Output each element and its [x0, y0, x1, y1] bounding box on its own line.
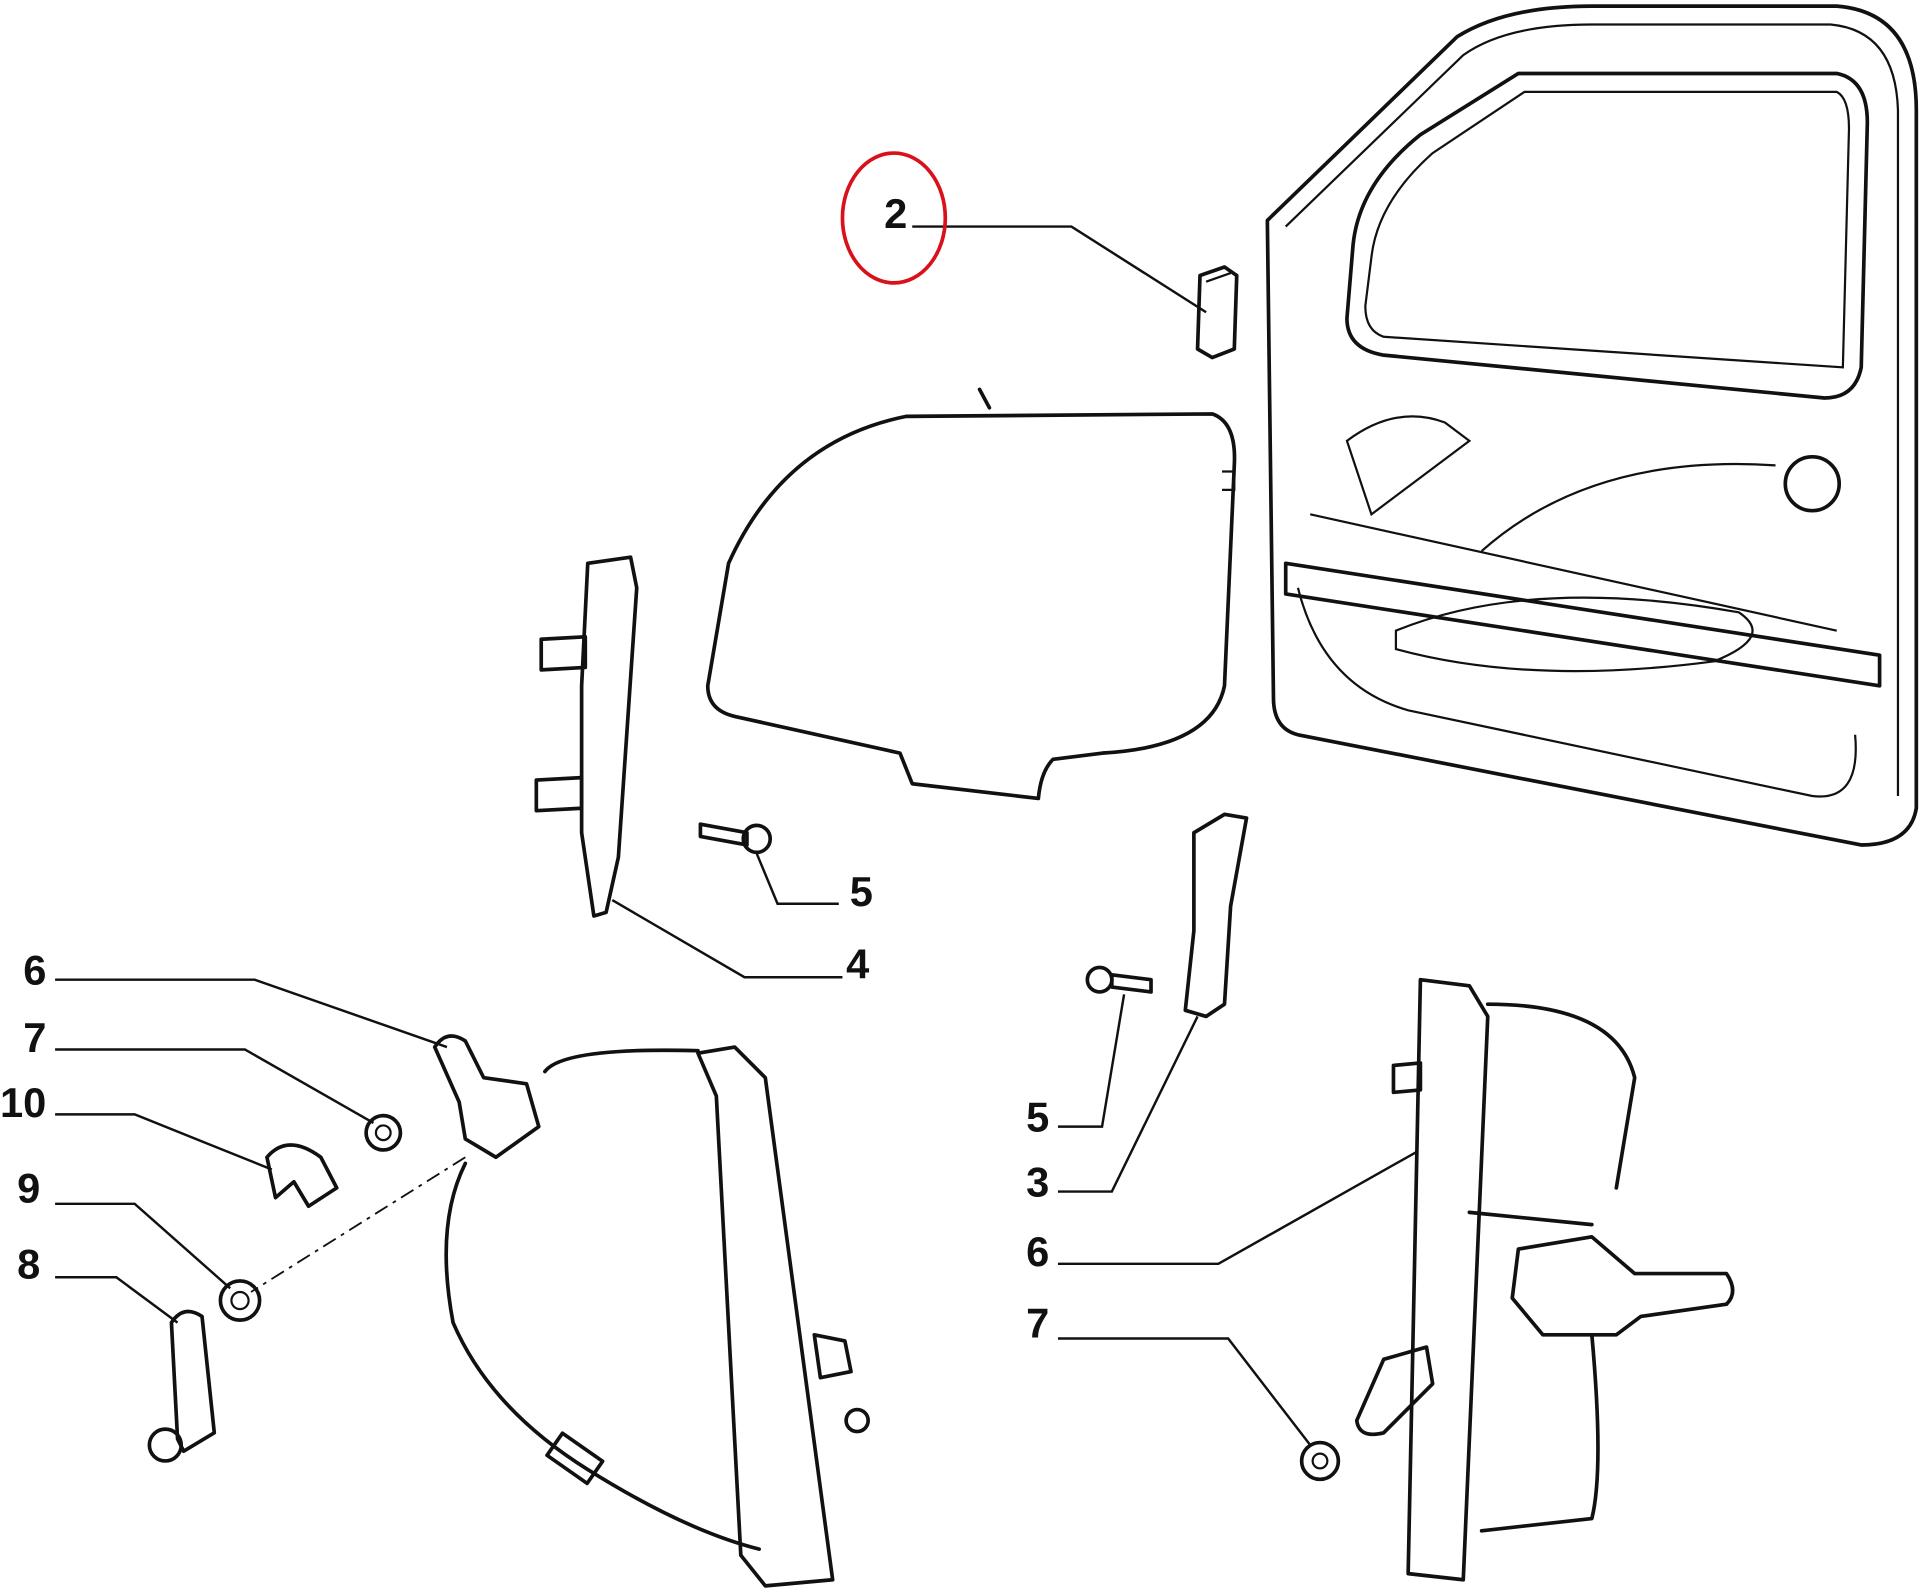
part-window-channel-insert — [1195, 265, 1239, 360]
door-shell — [1265, 4, 1919, 847]
part-window-crank-handle — [147, 1309, 217, 1463]
part-front-glass-guide — [1183, 812, 1249, 1019]
assembly-axis-line — [250, 1156, 466, 1293]
part-door-glass — [705, 387, 1237, 801]
callout-label-3: 3 — [1026, 1158, 1049, 1205]
callout-label-10: 10 — [0, 1079, 46, 1126]
leader-lines — [55, 225, 1419, 1446]
callout-label-7: 7 — [1026, 1299, 1049, 1346]
part-electric-window-regulator — [1354, 977, 1735, 1582]
callout-label-4: 4 — [846, 940, 869, 987]
callout-label-5: 5 — [1026, 1094, 1049, 1141]
callout-label-7: 7 — [23, 1014, 46, 1061]
callout-label-8: 8 — [17, 1240, 40, 1287]
part-nut — [364, 1113, 403, 1152]
callout-label-6: 6 — [1026, 1228, 1049, 1275]
part-bolt — [1085, 965, 1153, 994]
part-nut — [1299, 1440, 1341, 1482]
highlight-circle — [840, 151, 948, 285]
part-manual-window-regulator — [432, 1034, 870, 1588]
part-clip — [265, 1143, 339, 1209]
part-rear-glass-guide — [534, 555, 639, 918]
callout-label-6: 6 — [23, 947, 46, 994]
callout-label-9: 9 — [17, 1165, 40, 1212]
part-bolt — [698, 822, 773, 855]
part-washer — [218, 1279, 262, 1322]
callout-label-5: 5 — [850, 868, 873, 915]
callout-label-2: 2 — [884, 190, 907, 237]
